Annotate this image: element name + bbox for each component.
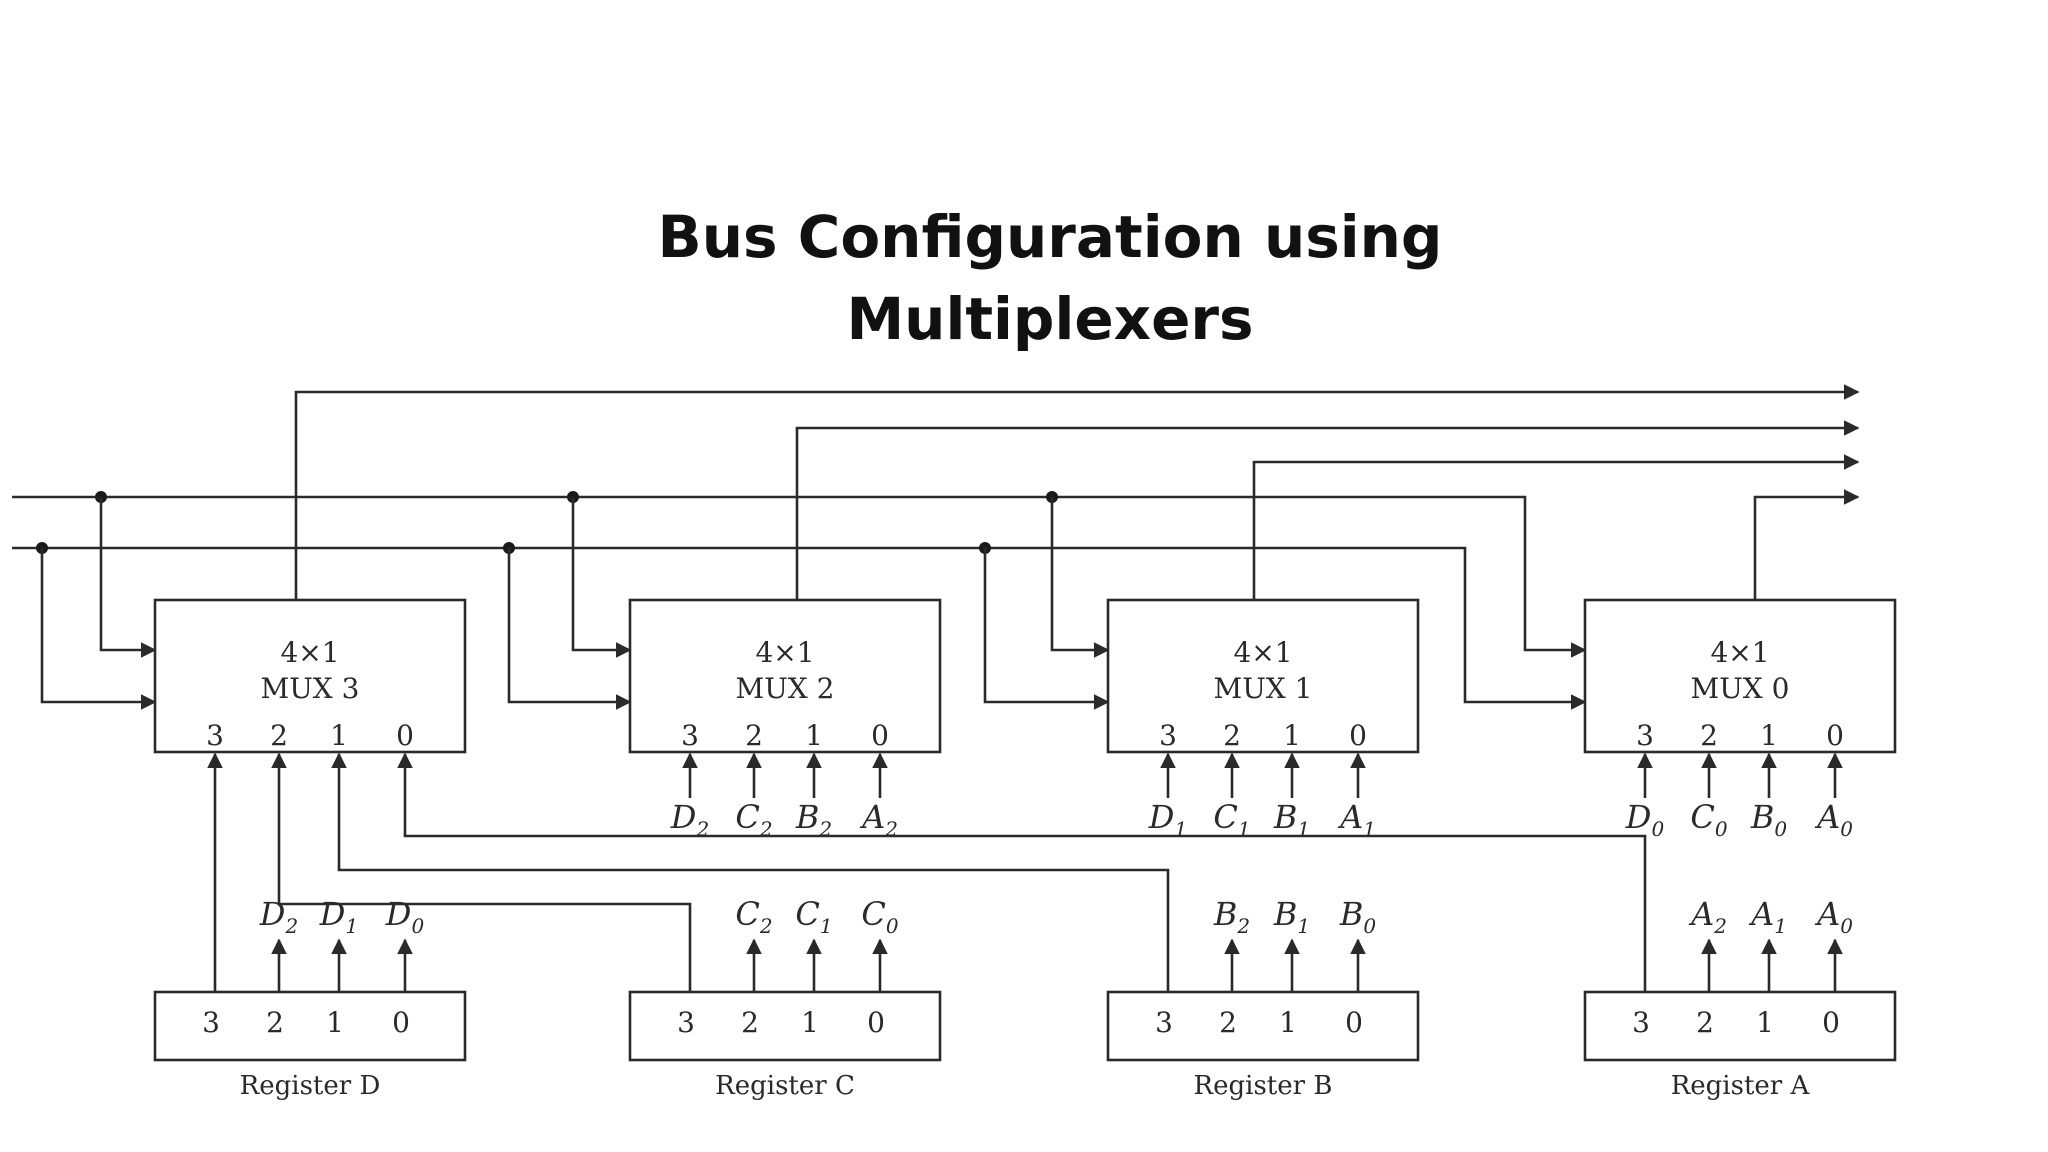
title-line-2: Multiplexers bbox=[846, 285, 1254, 353]
mux-pin-number: 0 bbox=[396, 719, 414, 752]
mux-pin-number: 0 bbox=[1349, 719, 1367, 752]
register-bit-number: 3 bbox=[202, 1006, 220, 1039]
select-line-s0 bbox=[12, 495, 1587, 658]
mux-pin-number: 3 bbox=[1636, 719, 1654, 752]
mux-input-label: A2 bbox=[859, 798, 898, 841]
register-bit-number: 0 bbox=[392, 1006, 410, 1039]
select-s1-tap bbox=[40, 548, 157, 710]
register-bit-number: 2 bbox=[741, 1006, 759, 1039]
reg-c-bit3-to-mux3 bbox=[271, 752, 692, 992]
register-box bbox=[628, 990, 942, 1062]
register-bit-number: 2 bbox=[1696, 1006, 1714, 1039]
register-box bbox=[153, 990, 467, 1062]
register-bit-number: 1 bbox=[1279, 1006, 1297, 1039]
register-output-label: C1 bbox=[795, 895, 832, 938]
register-output-label: C0 bbox=[861, 895, 898, 938]
bus-output-line bbox=[1753, 489, 1860, 600]
mux-pin-number: 1 bbox=[805, 719, 823, 752]
register-bit-number: 1 bbox=[326, 1006, 344, 1039]
select-s0-tap bbox=[1050, 497, 1110, 658]
mux-pin-number: 0 bbox=[1826, 719, 1844, 752]
reg-b-bit3-to-mux3 bbox=[331, 752, 1170, 992]
register-bit-number: 3 bbox=[677, 1006, 695, 1039]
mux-input-label: B1 bbox=[1273, 798, 1310, 841]
mux-name-label: MUX 2 bbox=[736, 672, 835, 705]
select-line-s1 bbox=[12, 546, 1587, 710]
mux-pin-number: 3 bbox=[1159, 719, 1177, 752]
mux-box bbox=[1583, 598, 1897, 754]
register-name-label: Register D bbox=[240, 1071, 381, 1101]
mux-type-label: 4×1 bbox=[755, 636, 814, 669]
mux-name-label: MUX 0 bbox=[1691, 672, 1790, 705]
register-output-label: A0 bbox=[1814, 895, 1853, 938]
mux-input-label: B2 bbox=[795, 798, 832, 841]
mux-box bbox=[153, 598, 467, 754]
mux-pin-number: 3 bbox=[681, 719, 699, 752]
bus-output-line bbox=[294, 384, 1860, 600]
mux-input-label: A0 bbox=[1814, 798, 1853, 841]
register-bit-number: 2 bbox=[266, 1006, 284, 1039]
bus-output-line bbox=[1252, 454, 1860, 600]
mux-pin-number: 1 bbox=[1283, 719, 1301, 752]
register-bit-number: 1 bbox=[1756, 1006, 1774, 1039]
register-output-label: B0 bbox=[1339, 895, 1377, 938]
register-bit-number: 0 bbox=[867, 1006, 885, 1039]
mux-pin-number: 1 bbox=[1760, 719, 1778, 752]
mux-input-label: C1 bbox=[1213, 798, 1250, 841]
mux-input-label: C0 bbox=[1690, 798, 1727, 841]
mux-pin-number: 0 bbox=[871, 719, 889, 752]
mux-box bbox=[1106, 598, 1420, 754]
register-name-label: Register C bbox=[715, 1071, 855, 1101]
mux-pin-number: 2 bbox=[1700, 719, 1718, 752]
register-output-label: A1 bbox=[1748, 895, 1787, 938]
mux-input-label: D0 bbox=[1625, 798, 1665, 841]
register-bit-number: 3 bbox=[1155, 1006, 1173, 1039]
mux-pin-number: 3 bbox=[206, 719, 224, 752]
register-output-label: A2 bbox=[1688, 895, 1727, 938]
bus-output-line bbox=[795, 420, 1860, 600]
select-s1-tap bbox=[507, 548, 632, 710]
register-box bbox=[1583, 990, 1897, 1062]
mux-type-label: 4×1 bbox=[280, 636, 339, 669]
mux-input-label: C2 bbox=[735, 798, 772, 841]
register-name-label: Register B bbox=[1194, 1071, 1333, 1101]
mux-input-label: B0 bbox=[1750, 798, 1788, 841]
mux-pin-number: 2 bbox=[745, 719, 763, 752]
register-bit-number: 0 bbox=[1345, 1006, 1363, 1039]
page-title: Bus Configuration using Multiplexers bbox=[0, 196, 2048, 360]
register-bit-number: 2 bbox=[1219, 1006, 1237, 1039]
title-line-1: Bus Configuration using bbox=[657, 203, 1443, 271]
mux-type-label: 4×1 bbox=[1233, 636, 1292, 669]
mux-pin-number: 2 bbox=[1223, 719, 1241, 752]
register-output-label: B2 bbox=[1213, 895, 1250, 938]
register-output-label: B1 bbox=[1273, 895, 1310, 938]
mux-input-label: D1 bbox=[1148, 798, 1187, 841]
register-box bbox=[1106, 990, 1420, 1062]
mux-pin-number: 2 bbox=[270, 719, 288, 752]
mux-type-label: 4×1 bbox=[1710, 636, 1769, 669]
register-output-label: D2 bbox=[259, 895, 298, 938]
mux-name-label: MUX 1 bbox=[1214, 672, 1313, 705]
reg-a-bit3-to-mux3 bbox=[397, 752, 1647, 992]
register-output-label: C2 bbox=[735, 895, 772, 938]
mux-box bbox=[628, 598, 942, 754]
mux-input-label: D2 bbox=[670, 798, 709, 841]
select-s0-tap bbox=[571, 497, 632, 658]
register-bit-number: 0 bbox=[1822, 1006, 1840, 1039]
register-bit-number: 3 bbox=[1632, 1006, 1650, 1039]
mux-name-label: MUX 3 bbox=[261, 672, 360, 705]
register-name-label: Register A bbox=[1671, 1071, 1811, 1101]
mux-pin-number: 1 bbox=[330, 719, 348, 752]
select-s1-tap bbox=[983, 548, 1110, 710]
register-output-label: D0 bbox=[385, 895, 425, 938]
register-output-label: D1 bbox=[319, 895, 358, 938]
select-s0-tap bbox=[99, 497, 157, 658]
register-bit-number: 1 bbox=[801, 1006, 819, 1039]
mux-input-label: A1 bbox=[1337, 798, 1376, 841]
